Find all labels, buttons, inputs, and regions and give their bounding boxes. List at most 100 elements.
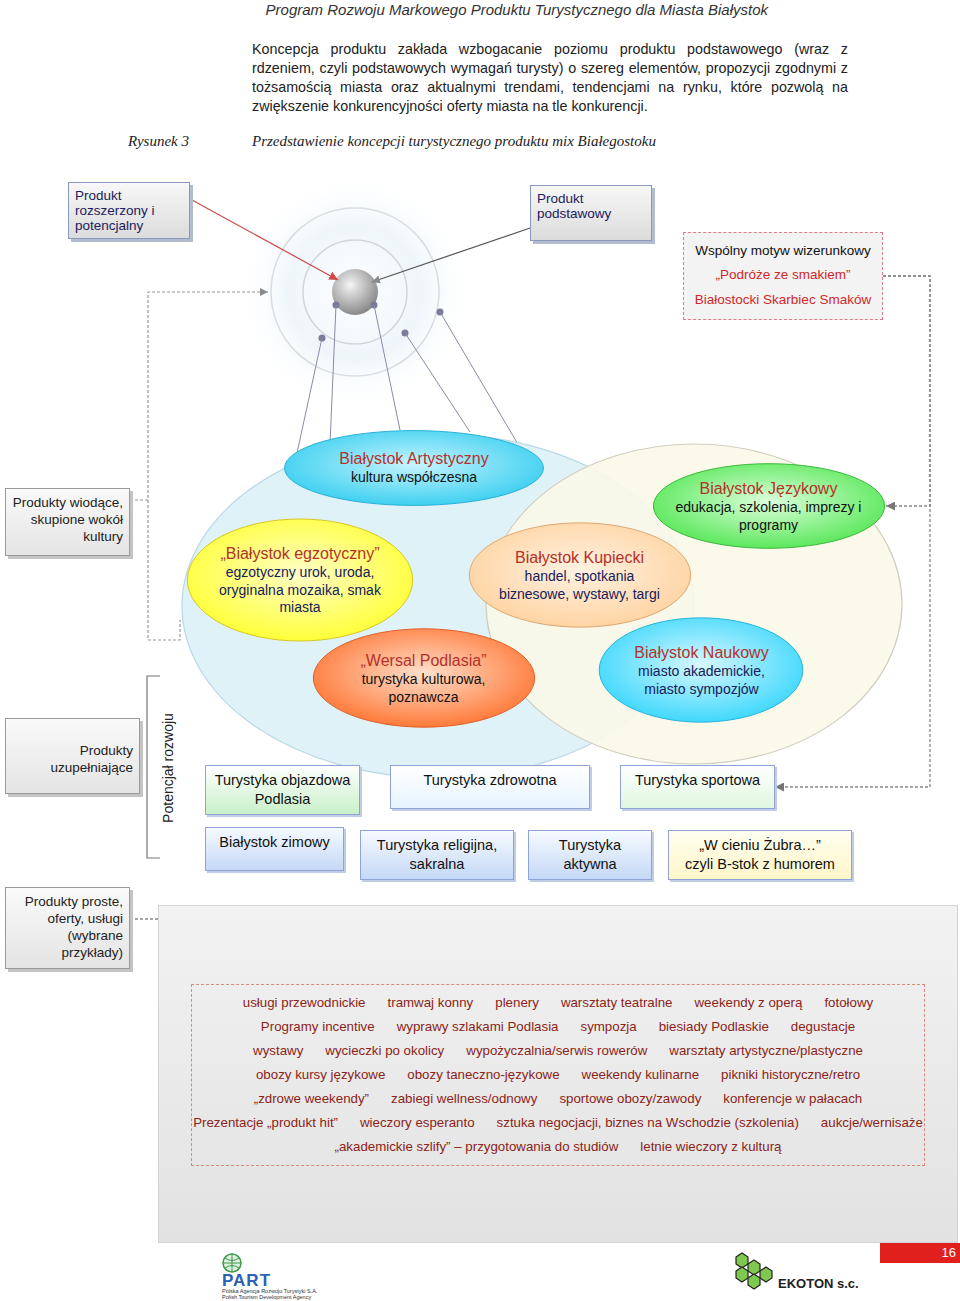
page-number: 16 — [900, 1245, 956, 1260]
product-box: Turystyka zdrowotna — [390, 765, 590, 809]
node-text: miasto akademickie, miasto sympozjów — [619, 663, 784, 698]
connector — [883, 276, 930, 506]
node-title: Produkt rozszerzony i potencjalny — [75, 188, 183, 233]
offer-item: degustacje — [791, 1015, 855, 1039]
offer-item: wieczory esperanto — [360, 1111, 475, 1135]
node-text: Białostocki Skarbiec Smaków — [688, 288, 878, 312]
product-regions — [182, 434, 902, 778]
product-box: Turystyka religijna, sakralna — [360, 830, 514, 880]
node-title: Produkty uzupełniające — [12, 743, 133, 777]
oval-shape — [283, 430, 545, 506]
node-title: Turystyka zdrowotna — [399, 771, 581, 790]
oval-text: Białystok Artystycznykultura współczesna — [309, 449, 519, 487]
node-title: „Białystok egzotyczny” — [209, 544, 391, 564]
product-box: „W cieniu Żubra…”czyli B-stok z humorem — [668, 830, 852, 880]
logo-subtext: Polish Tourism Development Agency — [222, 1294, 382, 1300]
category-box: Produkty uzupełniające — [5, 718, 140, 794]
oval-text: „Białystok egzotyczny”egzotyczny urok, u… — [209, 544, 391, 617]
node-text: handel, spotkania biznesowe, wystawy, ta… — [490, 568, 669, 603]
connector — [130, 918, 158, 919]
node-title: Białystok Kupiecki — [490, 548, 669, 568]
node-title: Turystyka objazdowa Podlasia — [214, 771, 351, 809]
page-number-bar — [880, 1243, 960, 1263]
node-text: egzotyczny urok, uroda, oryginalna mozai… — [209, 564, 391, 617]
offer-row: wystawywycieczki po okolicywypożyczalnia… — [196, 1039, 920, 1063]
offer-row: obozy kursy językowe obozy taneczno-język… — [196, 1063, 920, 1087]
offer-item: Prezentacje „produkt hit” — [193, 1111, 338, 1135]
axis-label: Potencjał rozwoju — [160, 708, 176, 828]
offer-item: weekendy z operą — [694, 991, 802, 1015]
product-circles — [235, 172, 475, 412]
node-title: „Wersal Podlasia” — [334, 651, 513, 671]
offer-item: fotołowy — [824, 991, 873, 1015]
product-oval: „Wersal Podlasia”turystyka kulturowa, po… — [312, 628, 536, 728]
offer-panel: usługi przewodnickietramwaj konnyplenery… — [158, 905, 958, 1243]
offer-item: warsztaty artystyczne/plastyczne — [669, 1039, 863, 1063]
figure-title: Przedstawienie koncepcji turystycznego p… — [252, 133, 852, 150]
offer-item: Programy incentive — [261, 1015, 375, 1039]
category-box: Produkty wiodące, skupione wokół kultury — [5, 488, 130, 556]
node-text: „Podróże ze smakiem” — [688, 263, 878, 287]
node-title: Produkty wiodące, skupione wokół kultury — [12, 495, 123, 546]
offer-row: „akademickie szlify” – przygotowania do … — [196, 1135, 920, 1159]
node-text: turystyka kulturowa, poznawcza — [334, 671, 513, 706]
product-box: Turystyka objazdowa Podlasia — [205, 765, 360, 815]
product-oval: Białystok Naukowymiasto akademickie, mia… — [598, 617, 804, 723]
intro-paragraph: Koncepcja produktu zakłada wzbogacanie p… — [252, 40, 848, 116]
product-oval: Białystok Językowyedukacja, szkolenia, i… — [652, 463, 886, 549]
logo-text: EKOTON s.c. — [778, 1276, 878, 1291]
offer-row: usługi przewodnickietramwaj konnyplenery… — [196, 991, 920, 1015]
node-title: Turystyka religijna, sakralna — [369, 836, 505, 874]
offer-item: sympozja — [581, 1015, 637, 1039]
offer-list: usługi przewodnickietramwaj konnyplenery… — [191, 984, 925, 1166]
product-box: Turystyka aktywna — [528, 830, 652, 880]
ekoton-logo — [736, 1253, 772, 1289]
motif-box: Wspólny motyw wizerunkowy„Podróże ze sma… — [683, 232, 883, 320]
node-title: Białystok Artystyczny — [309, 449, 519, 469]
offer-item: weekendy kulinarne — [582, 1063, 700, 1087]
product-box: Białystok zimowy — [205, 827, 344, 871]
product-oval: Białystok Kupieckihandel, spotkania bizn… — [468, 522, 692, 628]
offer-item: pikniki historyczne/retro — [721, 1063, 860, 1087]
offer-item: sportowe obozy/zawody — [559, 1087, 701, 1111]
node-title: Wspólny motyw wizerunkowy — [688, 239, 878, 263]
offer-item: obozy kursy językowe — [256, 1063, 385, 1087]
offer-item: wystawy — [253, 1039, 303, 1063]
offer-item: wycieczki po okolicy — [325, 1039, 444, 1063]
offer-item: wyprawy szlakami Podlasia — [397, 1015, 559, 1039]
offer-row: Programy incentive wyprawy szlakami Podla… — [196, 1015, 920, 1039]
offer-item: biesiady Podlaskie — [659, 1015, 769, 1039]
running-header: Program Rozwoju Markowego Produktu Turys… — [0, 1, 768, 18]
offer-item: plenery — [495, 991, 539, 1015]
node-text: kultura współczesna — [309, 469, 519, 487]
offer-row: „zdrowe weekendy”zabiegi wellness/odnowy… — [196, 1087, 920, 1111]
product-oval: „Białystok egzotyczny”egzotyczny urok, u… — [186, 518, 414, 642]
offer-item: konferencje w pałacach — [723, 1087, 862, 1111]
node-title: Białystok zimowy — [214, 833, 335, 852]
oval-text: „Wersal Podlasia”turystyka kulturowa, po… — [334, 651, 513, 706]
figure-number: Rysunek 3 — [128, 133, 238, 150]
offer-item: aukcje/wernisaże — [821, 1111, 923, 1135]
product-box: Turystyka sportowa — [620, 765, 775, 809]
offer-item: „akademickie szlify” – przygotowania do … — [335, 1135, 619, 1159]
oval-text: Białystok Językowyedukacja, szkolenia, i… — [675, 479, 862, 534]
offer-item: warsztaty teatralne — [561, 991, 673, 1015]
offer-item: letnie wieczory z kulturą — [640, 1135, 781, 1159]
oval-text: Białystok Naukowymiasto akademickie, mia… — [619, 643, 784, 698]
category-box: Produkty proste, oferty, usługi (wybrane… — [5, 887, 130, 969]
logo-subtext: Polska Agencja Rozwoju Turystyki S.A. — [222, 1288, 382, 1294]
node-title: „W cieniu Żubra…” — [677, 836, 843, 855]
offer-row: Prezentacje „produkt hit” wieczory espera… — [196, 1111, 920, 1135]
offer-item: obozy taneczno-językowe — [407, 1063, 559, 1087]
node-title: Produkty proste, oferty, usługi (wybrane… — [12, 894, 123, 962]
node-title: Produkt podstawowy — [537, 191, 645, 221]
oval-text: Białystok Kupieckihandel, spotkania bizn… — [490, 548, 669, 603]
node-title: Białystok Językowy — [675, 479, 862, 499]
node-text: edukacja, szkolenia, imprezy i programy — [675, 499, 862, 534]
product-box: Produkt rozszerzony i potencjalny — [68, 182, 190, 239]
offer-item: sztuka negocjacji, biznes na Wschodzie (… — [497, 1111, 799, 1135]
offer-item: usługi przewodnickie — [243, 991, 366, 1015]
part-logo — [223, 1254, 241, 1272]
product-box: Produkt podstawowy — [530, 185, 652, 241]
offer-item: zabiegi wellness/odnowy — [391, 1087, 537, 1111]
